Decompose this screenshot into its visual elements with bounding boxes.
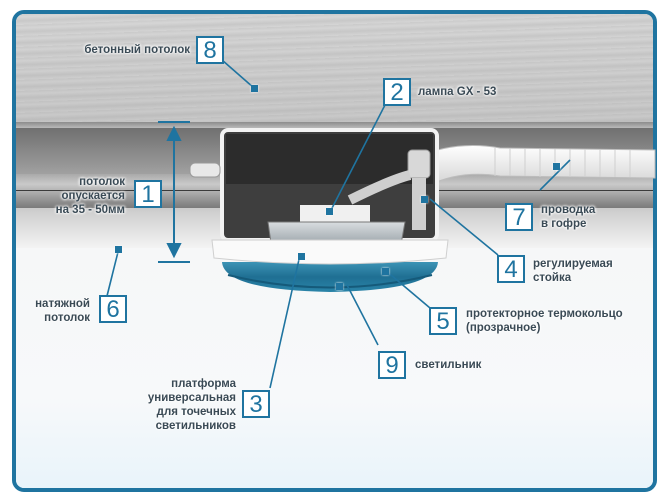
callout-8-label: бетонный потолок	[60, 43, 190, 57]
callout-2-label: лампа GX - 53	[418, 85, 538, 99]
square-marker-icon	[553, 163, 560, 170]
callout-7-number: 7	[505, 203, 533, 231]
callout-3-number: 3	[242, 390, 270, 418]
square-marker-icon	[421, 196, 428, 203]
callout-6-number: 6	[99, 295, 127, 323]
label-line: для точечных	[156, 406, 236, 418]
label-line: на 35 - 50мм	[55, 204, 125, 216]
label-line: проводка	[541, 204, 596, 216]
callout-4-label: регулируемая стойка	[533, 257, 643, 285]
callout-9-label: светильник	[415, 358, 515, 372]
mounting-bracket	[189, 128, 439, 242]
square-marker-icon	[336, 283, 343, 290]
square-marker-icon	[251, 85, 258, 92]
label-line: универсальная	[147, 392, 236, 404]
callout-6-label: натяжной потолок	[10, 297, 90, 325]
platform-and-ring	[211, 239, 449, 292]
label-line: в гофре	[541, 218, 587, 230]
label-line: лампа GX - 53	[418, 86, 497, 98]
concrete-ceiling	[16, 14, 653, 124]
callout-1-number: 1	[134, 180, 162, 208]
callout-7-label: проводка в гофре	[541, 203, 631, 231]
callout-3-label: платформа универсальная для точечных све…	[120, 377, 236, 433]
leader-lines	[105, 59, 571, 389]
concrete-edge	[16, 122, 653, 128]
square-marker-icon	[326, 208, 333, 215]
double-arrow-icon	[158, 121, 190, 263]
label-line: натяжной	[35, 298, 90, 310]
label-line: регулируемая	[533, 258, 613, 270]
label-line: потолок	[44, 312, 90, 324]
callout-1-label: потолок опускается на 35 - 50мм	[20, 175, 125, 217]
square-marker-icon	[382, 268, 389, 275]
label-line: протекторное термокольцо	[466, 308, 623, 320]
corrugated-hose	[414, 145, 656, 186]
label-line: светильников	[155, 420, 236, 432]
callout-2-number: 2	[383, 78, 411, 106]
callout-8-number: 8	[196, 36, 224, 64]
callout-5-label: протекторное термокольцо (прозрачное)	[466, 307, 656, 335]
callout-4-number: 4	[497, 255, 525, 283]
label-line: платформа	[171, 378, 236, 390]
label-line: опускается	[61, 190, 125, 202]
label-line: (прозрачное)	[466, 322, 541, 334]
label-line: потолок	[79, 176, 125, 188]
label-line: стойка	[533, 272, 572, 284]
square-marker-icon	[115, 246, 122, 253]
callout-9-number: 9	[378, 351, 406, 379]
callout-5-number: 5	[429, 307, 457, 335]
label-line: светильник	[415, 359, 482, 371]
label-line: бетонный потолок	[84, 44, 190, 56]
square-marker-icon	[298, 253, 305, 260]
